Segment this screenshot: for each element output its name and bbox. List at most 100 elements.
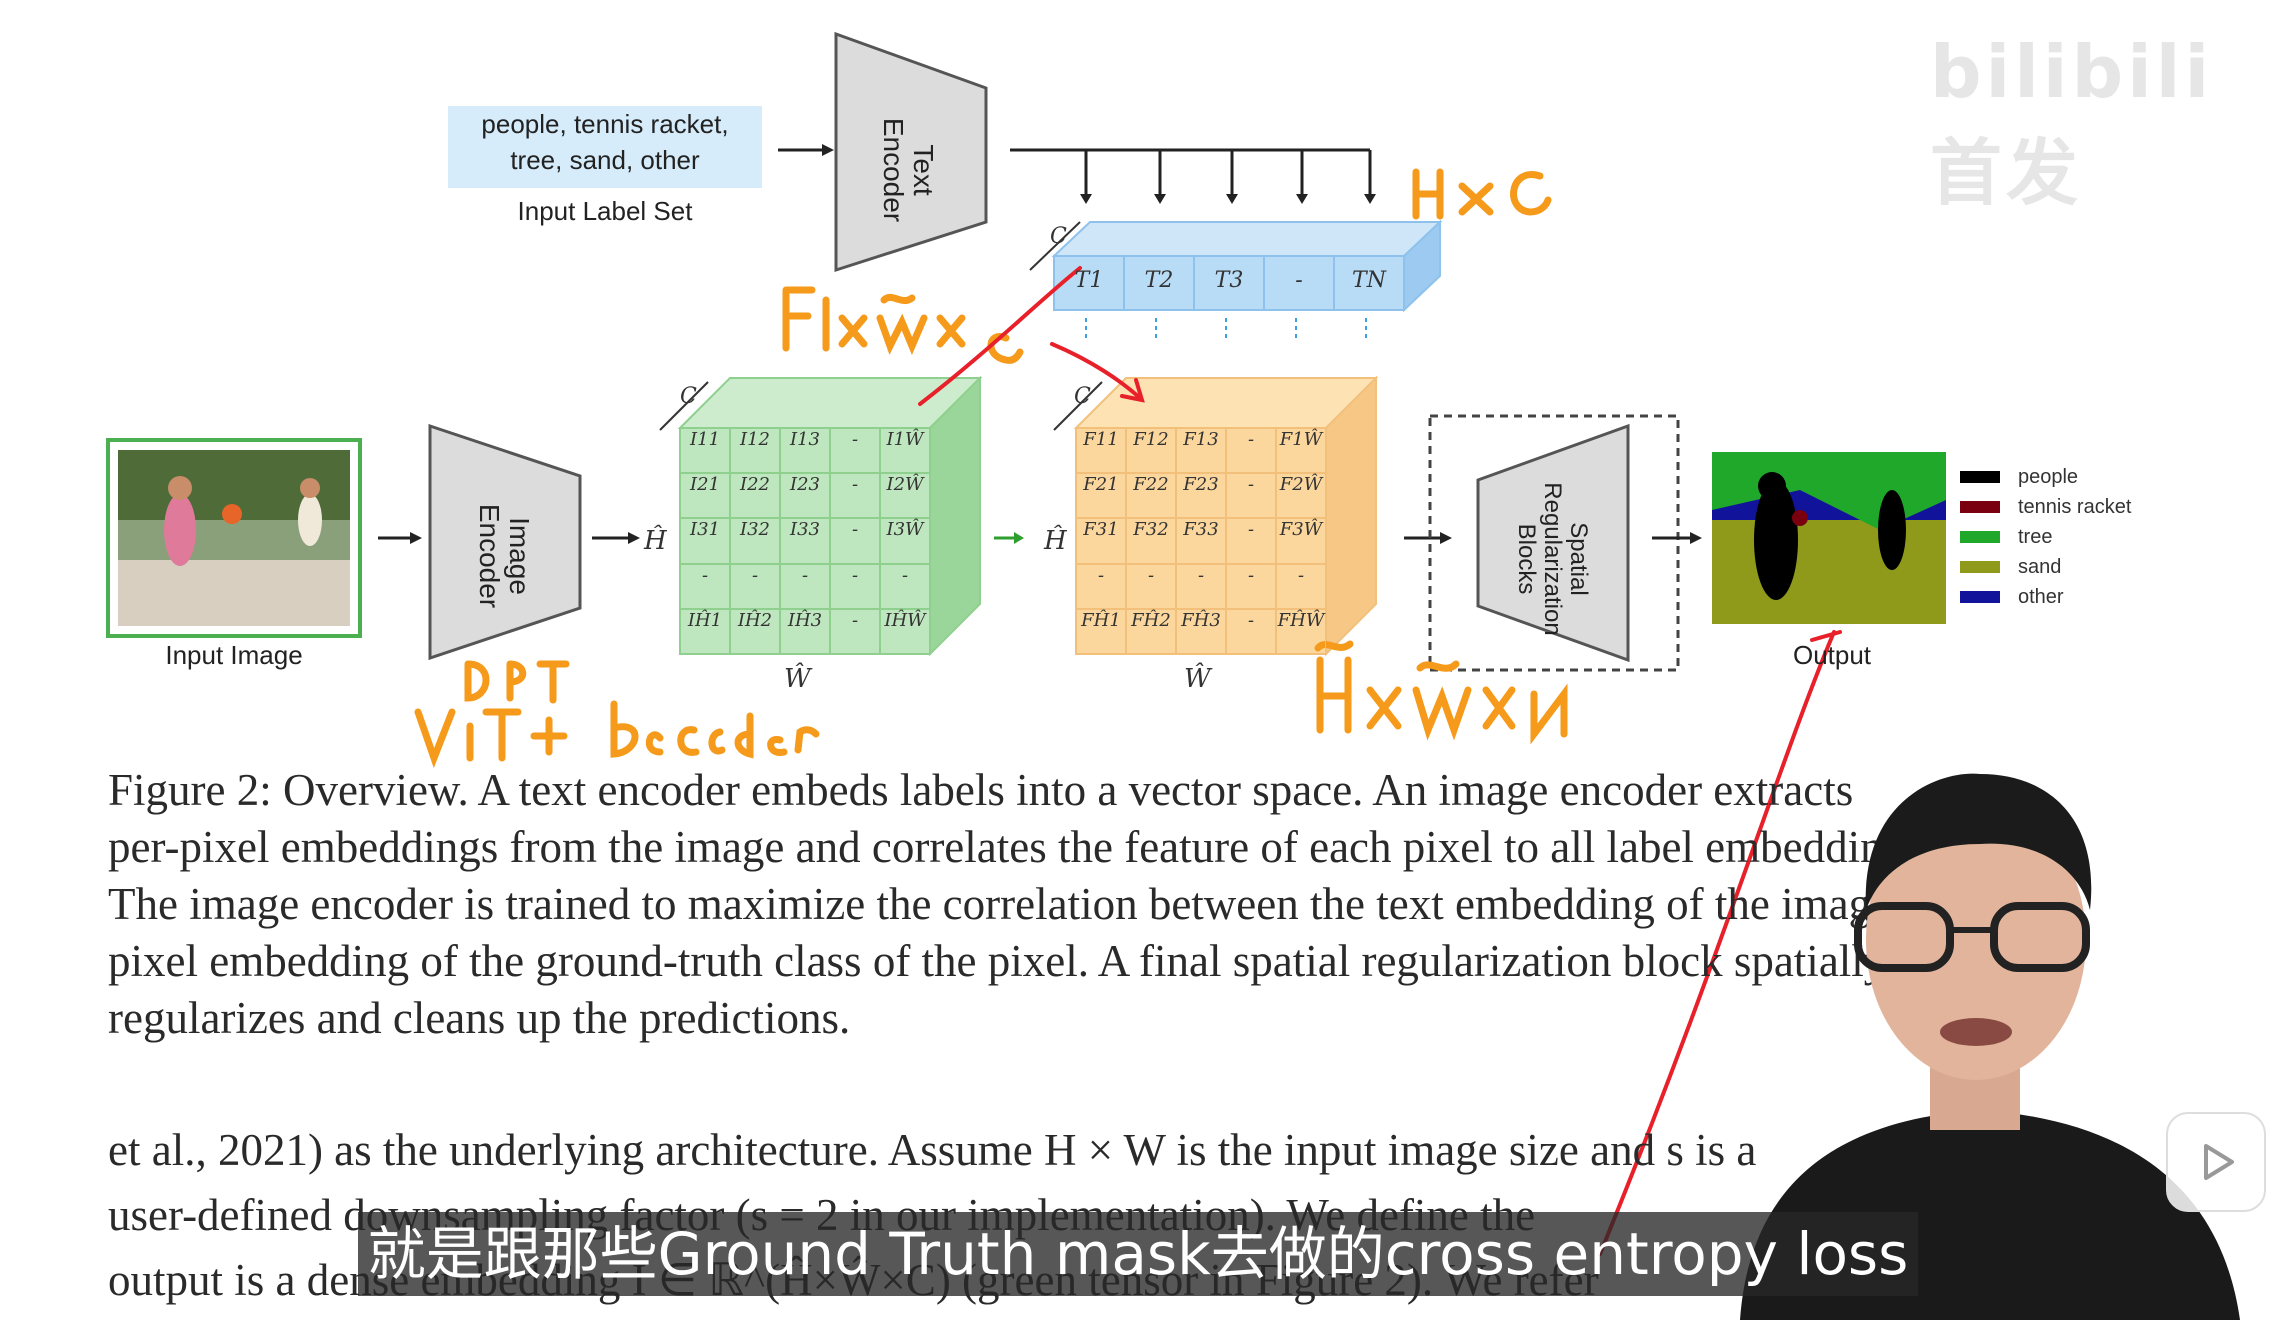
grid-cell: - <box>1226 473 1276 519</box>
grid-cell: I1Ŵ <box>880 428 930 474</box>
play-icon <box>2204 1144 2234 1180</box>
image-encoder-label: Image Encoder <box>474 503 535 609</box>
legend-swatch <box>1960 471 2000 483</box>
grid-cell: - <box>830 563 880 609</box>
grid-cell: F3Ŵ <box>1276 518 1326 564</box>
grid-cell: I3Ŵ <box>880 518 930 564</box>
legend-item: tennis racket <box>1960 492 2131 522</box>
grid-cell: I11 <box>680 428 730 474</box>
grid-cell: F2Ŵ <box>1276 473 1326 519</box>
legend-label: sand <box>2018 555 2062 578</box>
grid-cell: I2Ŵ <box>880 473 930 519</box>
grid-cell: - <box>1226 518 1276 564</box>
legend-label: tennis racket <box>2018 495 2132 518</box>
grid-cell: F1Ŵ <box>1276 428 1326 474</box>
w-hat-label-orange: Ŵ <box>1184 664 1211 694</box>
caption-line: per-pixel embeddings from the image and … <box>108 822 1934 872</box>
grid-cell: F13 <box>1176 428 1226 474</box>
grid-cell: I21 <box>680 473 730 519</box>
grid-cell: I23 <box>780 473 830 519</box>
bilibili-watermark: bilibili 首发 <box>1930 30 2214 215</box>
legend-swatch <box>1960 591 2000 603</box>
text-encoder-label: Text Encoder <box>878 117 939 223</box>
grid-cell: FĤŴ <box>1276 608 1326 654</box>
grid-cell: IĤ2 <box>730 608 780 654</box>
caption-line: regularizes and cleans up the prediction… <box>108 993 851 1043</box>
grid-cell: FĤ1 <box>1076 608 1126 654</box>
text-embedding-bar <box>1051 219 1443 313</box>
figure-caption: Figure 2: Overview. A text encoder embed… <box>108 762 2198 1047</box>
grid-cell: I12 <box>730 428 780 474</box>
spatial-label-3: Blocks <box>1513 523 1540 595</box>
legend-label: tree <box>2018 525 2053 548</box>
grid-cell: - <box>1076 563 1126 609</box>
caption-line: Figure 2: Overview. A text encoder embed… <box>108 765 1854 815</box>
grid-cell: - <box>1276 563 1326 609</box>
handwriting-red <box>918 266 1842 1256</box>
token-down-arrows <box>1084 150 1372 196</box>
label-set-caption: Input Label Set <box>517 196 693 226</box>
c-label-green: C <box>680 384 697 409</box>
grid-cell: - <box>830 518 880 564</box>
legend-swatch <box>1960 531 2000 543</box>
token-labels: T1 T2 T3 - TN <box>1054 268 1404 293</box>
input-image-caption: Input Image <box>165 640 303 670</box>
h-hat-label-green: Ĥ <box>644 526 667 556</box>
grid-cell: - <box>780 563 830 609</box>
caption-line: The image encoder is trained to maximize… <box>108 879 1892 929</box>
grid-cell: FĤ2 <box>1126 608 1176 654</box>
grid-cell: F22 <box>1126 473 1176 519</box>
image-encoder-shape <box>428 423 582 661</box>
legend-item: tree <box>1960 522 2131 552</box>
input-label-set-box: people, tennis racket, tree, sand, other <box>448 106 762 188</box>
grid-cell: - <box>1226 428 1276 474</box>
grid-cell: - <box>1226 608 1276 654</box>
token-label: T1 <box>1074 268 1104 293</box>
token-label: T3 <box>1214 268 1244 293</box>
image-feature-tensor <box>677 375 983 657</box>
body-line: et al., 2021) as the underlying architec… <box>108 1125 1757 1175</box>
c-label-orange: C <box>1074 384 1091 409</box>
grid-cell: - <box>1176 563 1226 609</box>
grid-cell: F33 <box>1176 518 1226 564</box>
output-segmentation <box>1712 452 1946 624</box>
grid-cell: FĤ3 <box>1176 608 1226 654</box>
output-caption: Output <box>1792 640 1872 670</box>
grid-cell: I32 <box>730 518 780 564</box>
grid-cell: IĤ1 <box>680 608 730 654</box>
legend-label: people <box>2018 465 2079 488</box>
handwriting-orange <box>414 168 1568 769</box>
spatial-label-2: Regularization <box>1539 482 1566 636</box>
legend-label: other <box>2018 585 2064 608</box>
grid-cell: F31 <box>1076 518 1126 564</box>
grid-cell: F32 <box>1126 518 1176 564</box>
correlation-tensor <box>1073 375 1379 657</box>
grid-cell: - <box>1126 563 1176 609</box>
label-set-line-2: tree, sand, other <box>510 145 700 175</box>
w-hat-label-green: Ŵ <box>784 664 811 694</box>
orange-grid: F11 F12 F13 - F1Ŵ F21 F22 F23 - F2Ŵ F31 … <box>1076 428 1326 654</box>
legend-item: people <box>1960 462 2131 492</box>
token-label: T2 <box>1144 268 1174 293</box>
grid-cell: F12 <box>1126 428 1176 474</box>
grid-cell: - <box>680 563 730 609</box>
grid-cell: I31 <box>680 518 730 564</box>
legend-swatch <box>1960 501 2000 513</box>
grid-cell: - <box>1226 563 1276 609</box>
grid-cell: F11 <box>1076 428 1126 474</box>
legend-item: other <box>1960 582 2131 612</box>
spatial-block-label: Spatial Regularization Blocks <box>1513 469 1592 649</box>
output-legend: people tennis racket tree sand other <box>1960 462 2131 612</box>
legend-swatch <box>1960 561 2000 573</box>
token-label: TN <box>1352 268 1386 293</box>
grid-cell: F21 <box>1076 473 1126 519</box>
token-label: - <box>1295 268 1303 293</box>
grid-cell: IĤ3 <box>780 608 830 654</box>
play-button[interactable] <box>2166 1112 2266 1212</box>
input-image-frame <box>106 438 362 638</box>
grid-cell: - <box>830 608 880 654</box>
label-set-line-1: people, tennis racket, <box>481 109 729 139</box>
spatial-label-1: Spatial <box>1565 522 1592 596</box>
